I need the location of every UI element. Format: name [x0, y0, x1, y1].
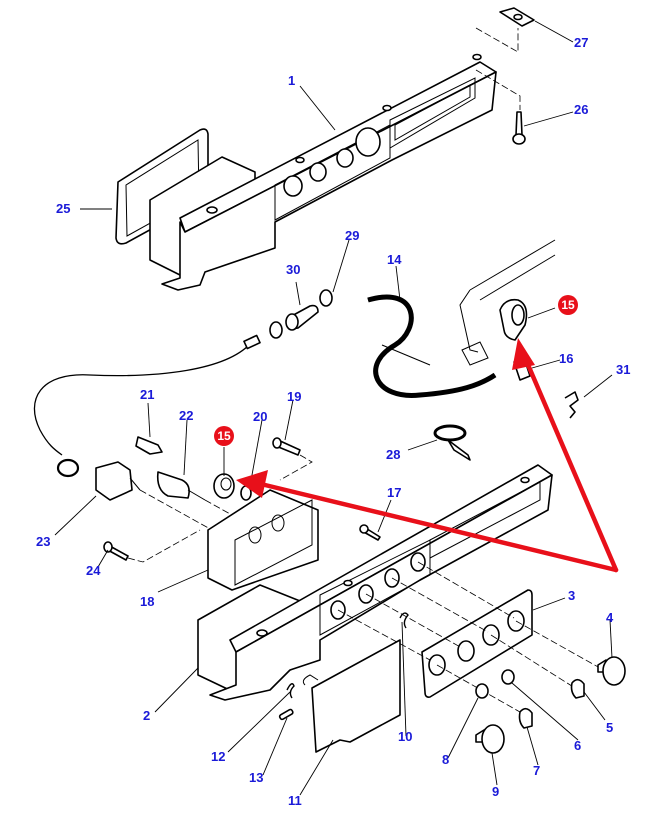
knob-insert-7 [518, 707, 533, 729]
badge-label: 15 [217, 429, 231, 443]
callout-9: 9 [492, 784, 499, 799]
spring-12 [286, 683, 295, 699]
callout-23: 23 [36, 534, 50, 549]
badge-circle [558, 295, 578, 315]
screw-17 [359, 524, 381, 541]
callout-14: 14 [387, 252, 402, 267]
ring-29 [269, 289, 333, 339]
callout-20: 20 [253, 409, 267, 424]
box-18 [207, 489, 319, 591]
bulb-21 [135, 436, 163, 455]
callout-21: 21 [140, 387, 154, 402]
callout-5: 5 [606, 720, 613, 735]
callout-31: 31 [616, 362, 630, 377]
callout-7: 7 [533, 763, 540, 778]
callout-28: 28 [386, 447, 400, 462]
nut-8 [475, 683, 489, 699]
cover-plate-11 [302, 639, 401, 753]
screw-19 [272, 437, 301, 456]
arrow-to-15-lower [262, 482, 619, 573]
cable-23 [33, 334, 261, 456]
callout-26: 26 [574, 102, 588, 117]
cable-tie-28 [433, 424, 471, 461]
callout-22: 22 [179, 408, 193, 423]
callout-25: 25 [56, 201, 70, 216]
leader-lines [54, 20, 613, 796]
highlight-arrows [236, 338, 619, 573]
pin-13 [278, 708, 294, 721]
arrow-to-15-upper [523, 357, 619, 573]
callout-13: 13 [249, 770, 263, 785]
nut-6 [501, 669, 515, 685]
support-bracket [459, 239, 556, 366]
panel-2 [197, 464, 553, 701]
clip-nut-27 [499, 7, 535, 27]
callout-1: 1 [288, 73, 295, 88]
badge-label: 15 [561, 298, 575, 312]
callout-12: 12 [211, 749, 225, 764]
callout-6: 6 [574, 738, 581, 753]
arrowhead-15-upper [512, 338, 535, 370]
clamp-15-upper [499, 298, 528, 341]
clip-31 [564, 391, 579, 419]
callout-4: 4 [606, 610, 614, 625]
panel-1 [149, 53, 497, 291]
callout-17: 17 [387, 485, 401, 500]
callout-8: 8 [442, 752, 449, 767]
hose-14 [367, 294, 497, 398]
screw-26 [512, 111, 526, 145]
knob-insert-5 [570, 678, 585, 699]
switch-23 [56, 458, 141, 501]
callout-27: 27 [574, 35, 588, 50]
knob-4 [597, 656, 626, 686]
callout-24: 24 [86, 563, 101, 578]
callout-11: 11 [288, 793, 302, 808]
highlight-badge-15-lower: 15 [214, 426, 234, 446]
callout-19: 19 [287, 389, 301, 404]
callout-30: 30 [286, 262, 300, 277]
callout-3: 3 [568, 588, 575, 603]
screw-24 [103, 541, 129, 561]
callout-labels: 1 2 3 4 5 6 7 8 9 10 11 12 13 14 16 17 1… [36, 35, 630, 808]
sleeve-30 [285, 304, 319, 331]
control-plate-3 [421, 589, 533, 698]
callout-29: 29 [345, 228, 359, 243]
rotary-15-lower [213, 473, 235, 499]
callout-2: 2 [143, 708, 150, 723]
knob-9 [475, 724, 505, 754]
highlight-badge-15-upper: 15 [558, 295, 578, 315]
switch-22 [156, 471, 206, 501]
callout-16: 16 [559, 351, 573, 366]
badge-circle [214, 426, 234, 446]
callout-10: 10 [398, 729, 412, 744]
arrowhead-15-lower [236, 470, 268, 498]
callout-18: 18 [140, 594, 154, 609]
